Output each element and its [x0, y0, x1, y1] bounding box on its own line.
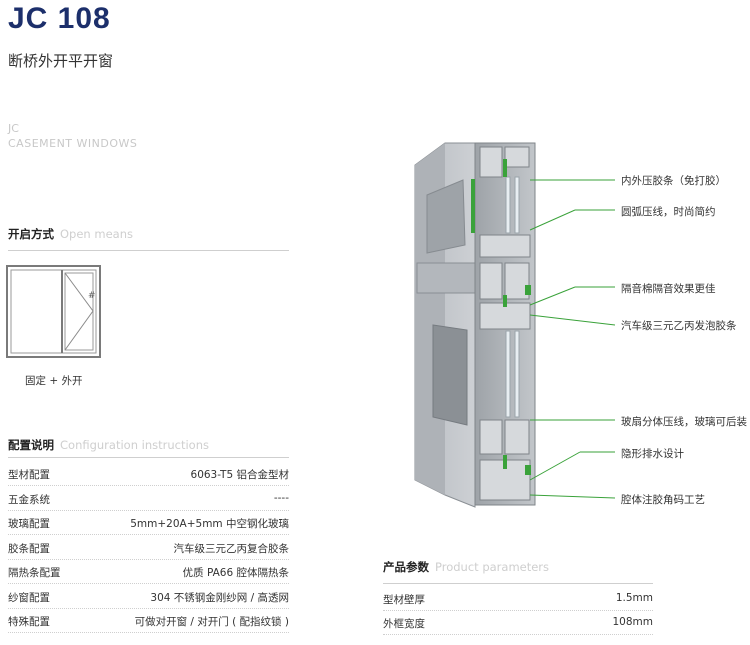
config-value: 5mm+20A+5mm 中空钢化玻璃	[130, 518, 289, 530]
param-value: 108mm	[612, 616, 654, 628]
profile-chamber	[479, 262, 503, 300]
callout-label: 内外压胶条（免打胶）	[621, 175, 726, 187]
config-row: 型材配置 6063-T5 铝合金型材	[8, 461, 289, 486]
profile-chamber	[479, 146, 503, 178]
gasket	[503, 455, 507, 469]
callout-label: 圆弧压线，时尚简约	[621, 206, 716, 218]
config-value: 汽车级三元乙丙复合胶条	[173, 543, 290, 555]
profile-chamber	[479, 419, 503, 455]
model-title: JC 108	[8, 2, 111, 35]
product-subtitle: 断桥外开平开窗	[8, 52, 114, 70]
glass-pane	[514, 176, 520, 234]
glass-pane	[505, 330, 511, 418]
config-key: 玻璃配置	[8, 518, 50, 530]
config-heading: 配置说明 Configuration instructions	[8, 437, 209, 453]
profile-chamber	[504, 419, 530, 455]
profile-chamber	[479, 302, 531, 330]
leader-line	[529, 451, 581, 481]
open-means-title-en: Open means	[60, 227, 133, 241]
upper-recess	[426, 179, 466, 254]
opening-caption: 固定 + 外开	[25, 375, 83, 387]
gasket	[525, 285, 531, 295]
config-title-en: Configuration instructions	[60, 438, 209, 452]
outer-frame	[6, 265, 101, 358]
param-row: 外框宽度 108mm	[383, 610, 653, 635]
callout-label: 玻扇分体压线，玻璃可后装	[621, 416, 747, 428]
config-key: 纱窗配置	[8, 592, 50, 604]
glass-pane	[514, 330, 520, 418]
series-en-line1: JC	[8, 122, 19, 135]
opening-direction-lines	[64, 272, 94, 351]
config-key: 隔热条配置	[8, 567, 61, 579]
param-key: 外框宽度	[383, 618, 425, 630]
config-row: 隔热条配置 优质 PA66 腔体隔热条	[8, 559, 289, 584]
gasket	[503, 295, 507, 307]
config-divider	[8, 457, 289, 458]
params-title-cn: 产品参数	[383, 560, 429, 574]
callout-label: 隐形排水设计	[621, 448, 684, 460]
param-key: 型材壁厚	[383, 594, 425, 606]
config-value: 可做对开窗 / 对开门 ( 配指纹锁 )	[134, 616, 289, 628]
opening-diagram: #	[6, 265, 101, 358]
leader-line	[529, 286, 576, 306]
config-key: 五金系统	[8, 494, 50, 506]
config-value: 优质 PA66 腔体隔热条	[182, 567, 289, 579]
open-means-divider	[8, 250, 289, 251]
config-row: 纱窗配置 304 不锈钢金刚纱网 / 高透网	[8, 584, 289, 609]
params-heading: 产品参数 Product parameters	[383, 559, 549, 575]
profile-chamber	[479, 234, 531, 258]
gasket	[471, 179, 475, 233]
config-value: ----	[273, 492, 289, 504]
params-divider	[383, 583, 653, 584]
callout-label: 隔音棉隔音效果更佳	[621, 283, 716, 295]
glass-pane	[505, 176, 511, 234]
config-row: 胶条配置 汽车级三元乙丙复合胶条	[8, 535, 289, 560]
gasket	[525, 465, 531, 475]
callout-label: 汽车级三元乙丙发泡胶条	[621, 320, 737, 332]
profile-chamber	[504, 146, 530, 168]
leader-line	[529, 314, 616, 326]
param-row: 型材壁厚 1.5mm	[383, 586, 653, 611]
param-value: 1.5mm	[615, 592, 653, 604]
config-value: 6063-T5 铝合金型材	[190, 469, 289, 481]
profile-cross-section-image	[414, 142, 536, 508]
leader-line	[529, 494, 616, 499]
leader-line	[529, 209, 576, 231]
transom-band	[416, 262, 476, 294]
config-row: 五金系统 ----	[8, 486, 289, 511]
callout-label: 腔体注胶角码工艺	[621, 494, 705, 506]
config-key: 胶条配置	[8, 543, 50, 555]
config-value: 304 不锈钢金刚纱网 / 高透网	[150, 592, 289, 604]
config-row: 玻璃配置 5mm+20A+5mm 中空钢化玻璃	[8, 510, 289, 535]
open-means-title-cn: 开启方式	[8, 227, 54, 241]
series-en-line2: CASEMENT WINDOWS	[8, 137, 138, 150]
config-key: 型材配置	[8, 469, 50, 481]
lower-recess	[432, 324, 468, 426]
config-title-cn: 配置说明	[8, 438, 54, 452]
handle-mark: #	[88, 291, 96, 301]
gasket	[503, 159, 507, 177]
params-title-en: Product parameters	[435, 560, 550, 574]
inner-frame	[10, 269, 97, 354]
config-row: 特殊配置 可做对开窗 / 对开门 ( 配指纹锁 )	[8, 608, 289, 633]
config-key: 特殊配置	[8, 616, 50, 628]
callout-leader-lines	[529, 179, 616, 499]
open-means-heading: 开启方式 Open means	[8, 226, 133, 242]
